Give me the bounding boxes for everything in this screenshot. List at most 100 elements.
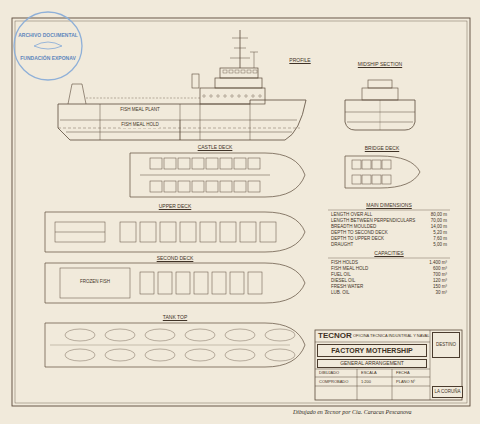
capacity-value: 120 m³ (432, 279, 448, 284)
mast-yard (234, 48, 246, 49)
view-title: SECOND DECK (156, 256, 195, 261)
processing-space (176, 272, 190, 294)
mast (240, 30, 241, 68)
cabin (382, 160, 391, 169)
window (223, 70, 227, 73)
cabin (234, 181, 246, 192)
stamp-text: ARCHIVO DOCUMENTAL (17, 33, 79, 38)
centre-line (50, 345, 290, 346)
corridor (140, 175, 270, 176)
window (241, 70, 245, 73)
waterline (58, 128, 300, 129)
cabin (164, 158, 176, 169)
porthole (203, 95, 205, 97)
cabin (206, 158, 218, 169)
cabin (178, 158, 190, 169)
cabin (234, 158, 246, 169)
factory-space (220, 222, 236, 242)
cabin (248, 158, 260, 169)
cabin (372, 175, 381, 184)
cabin (192, 158, 204, 169)
capacity-name: DIESEL OIL (330, 279, 356, 284)
cabin (150, 158, 162, 169)
trawl-deck (55, 222, 105, 242)
freezing-hold (60, 268, 130, 298)
stamp-logo (34, 42, 62, 49)
dimension-value: 14,00 m (430, 225, 448, 230)
table-title: CAPACITIES (373, 251, 404, 256)
drawing-subject: GENERAL ARRANGEMENT (317, 359, 427, 368)
capacity-name: FUEL OIL (330, 273, 352, 278)
sheet-frame (15, 21, 467, 403)
cabin (382, 175, 391, 184)
title-field: PLANO Nº (395, 380, 416, 384)
capacity-name: FISH MEAL HOLD (330, 267, 369, 272)
dimension-name: LENGTH BETWEEN PERPENDICULARS (330, 219, 416, 224)
dimension-value: 70,00 m (430, 219, 448, 224)
bulkhead (180, 104, 181, 140)
cabin (164, 181, 176, 192)
node-heading: LA CORUÑA (434, 390, 460, 395)
dimension-value: 80,00 m (430, 213, 448, 218)
dimension-name: LENGTH OVER ALL (330, 213, 373, 218)
cabin (220, 181, 232, 192)
factory-space (140, 222, 156, 242)
radar-mast (250, 52, 258, 53)
node-heading: DESTINO (436, 343, 456, 348)
title-block-rule (315, 386, 430, 387)
porthole (245, 95, 247, 97)
cabin (192, 181, 204, 192)
drawing-title: FACTORY MOTHERSHIP (317, 344, 427, 357)
hull-profile (58, 100, 306, 140)
bulkhead (200, 104, 201, 140)
dimension-value: 7,60 m (432, 237, 448, 242)
cabin (362, 175, 371, 184)
space-name: FISH MEAL PLANT (119, 108, 160, 113)
capacity-name: FISH HOLDS (330, 261, 359, 266)
title-field: ESCALA (360, 371, 378, 375)
bulkhead (100, 104, 101, 140)
cabin (178, 181, 190, 192)
tank (145, 329, 175, 341)
porthole (238, 95, 240, 97)
mast-yard (232, 38, 248, 39)
capacity-value: 600 m³ (432, 267, 448, 272)
castle-deck-plan (130, 153, 305, 197)
cabin (372, 160, 381, 169)
factory-space (200, 222, 216, 242)
tank (265, 329, 295, 341)
scale-value: 1:200 (360, 380, 372, 384)
dimension-name: BREADTH MOULDED (330, 225, 377, 230)
capacity-name: LUB. OIL (330, 291, 351, 296)
cabin (352, 160, 361, 169)
porthole (259, 95, 261, 97)
processing-space (158, 272, 172, 294)
capacity-value: 150 m³ (432, 285, 448, 290)
bulwark (86, 98, 200, 99)
sheet-frame (12, 18, 470, 406)
factory-space (260, 222, 276, 242)
tank (65, 329, 95, 341)
funnel (192, 74, 199, 88)
place-box: LA CORUÑA (432, 386, 463, 398)
porthole (231, 95, 233, 97)
bulkhead (180, 120, 181, 140)
node-heading: TECNOR (318, 332, 352, 340)
title-field: DIBUJADO (318, 371, 340, 375)
factory-space (120, 222, 136, 242)
tank (225, 329, 255, 341)
table-rule (328, 210, 450, 211)
title-block-rule (392, 369, 393, 400)
processing-space (140, 272, 154, 294)
title-block-rule (357, 369, 358, 400)
tank (185, 349, 215, 361)
tank (65, 349, 95, 361)
tank (145, 349, 175, 361)
window (229, 70, 233, 73)
node-text: OFICINA TECNICA INDUSTRIAL Y NAVAL (353, 334, 429, 338)
bulkhead (250, 104, 251, 140)
title-block-frame (315, 330, 462, 400)
title-block-rule (430, 330, 431, 400)
porthole (217, 95, 219, 97)
